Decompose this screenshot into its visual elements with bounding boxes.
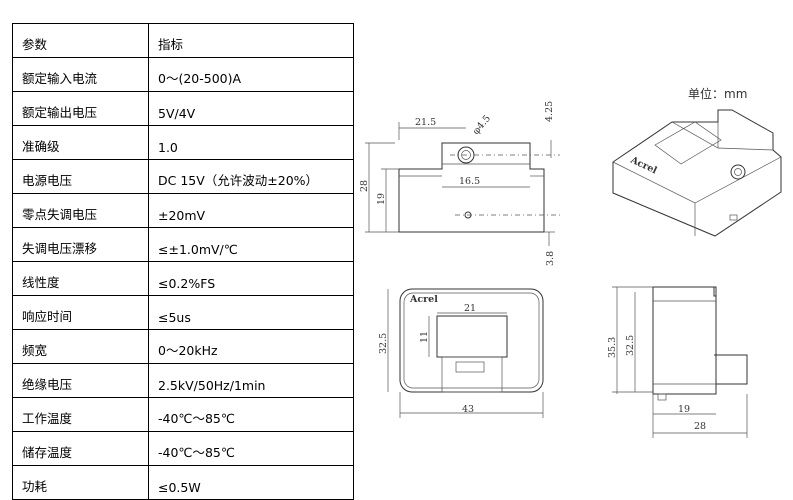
param-cell: 响应时间 (12, 295, 149, 330)
table-row: 零点失调电压±20mV (12, 193, 354, 228)
dim-side-total: 35.3 (607, 337, 618, 358)
top-view: Acrel 21 11 32.5 43 (378, 288, 544, 418)
param-cell: 线性度 (12, 261, 149, 296)
value-cell: -40℃～85℃ (148, 431, 354, 466)
dim-front-top-width: 21.5 (415, 117, 436, 128)
value-cell: 1.0 (148, 125, 354, 160)
value-cell: ≤±1.0mV/℃ (148, 227, 354, 262)
dimension-drawings: 单位：mm 21.5 φ4.5 4.25 16.5 28 19 3.8 (359, 86, 782, 438)
value-cell: ±20mV (148, 193, 354, 228)
value-cell: ≤0.5W (148, 465, 354, 500)
dim-front-body: 19 (376, 193, 387, 205)
value-cell: DC 15V（允许波动±20%） (148, 159, 354, 194)
dim-front-bottom: 3.8 (545, 251, 556, 266)
table-row: 失调电压漂移≤±1.0mV/℃ (12, 227, 354, 262)
table-row: 响应时间≤5us (12, 295, 354, 330)
param-cell: 零点失调电压 (12, 193, 149, 228)
dim-top-width: 43 (462, 404, 474, 415)
param-cell: 绝缘电压 (12, 363, 149, 398)
top-brand-text: Acrel (409, 294, 438, 305)
param-cell: 频宽 (12, 329, 149, 364)
table-row: 功耗≤0.5W (12, 465, 354, 500)
dim-top-window-h: 11 (419, 331, 430, 343)
table-row: 线性度≤0.2%FS (12, 261, 354, 296)
iso-brand-text: Acrel (628, 154, 659, 176)
param-cell: 额定输入电流 (12, 57, 149, 92)
param-cell: 准确级 (12, 125, 149, 160)
header-value: 指标 (148, 23, 354, 58)
value-cell: 0～20kHz (148, 329, 354, 364)
dim-front-top-height: 4.25 (544, 101, 555, 122)
dim-top-window-w: 21 (464, 303, 476, 314)
dim-front-height: 28 (359, 180, 370, 192)
isometric-view: Acrel (612, 109, 782, 237)
value-cell: 2.5kV/50Hz/1min (148, 363, 354, 398)
dim-side-body: 19 (678, 404, 690, 415)
value-cell: 5V/4V (148, 91, 354, 126)
side-view: 35.3 32.5 19 28 (607, 286, 748, 438)
param-cell: 额定输出电压 (12, 91, 149, 126)
unit-label: 单位：mm (688, 86, 747, 101)
table-header-row: 参数 指标 (12, 23, 354, 58)
param-cell: 工作温度 (12, 397, 149, 432)
dim-front-hole: φ4.5 (471, 113, 493, 137)
value-cell: 0～(20-500)A (148, 57, 354, 92)
dim-top-height: 32.5 (378, 333, 389, 354)
table-row: 工作温度-40℃～85℃ (12, 397, 354, 432)
dim-side-height: 32.5 (625, 335, 636, 356)
table-row: 储存温度-40℃～85℃ (12, 431, 354, 466)
dim-front-inner: 16.5 (459, 176, 480, 187)
front-view: 21.5 φ4.5 4.25 16.5 28 19 3.8 (359, 101, 560, 266)
dim-side-width: 28 (694, 421, 706, 432)
param-cell: 电源电压 (12, 159, 149, 194)
header-param: 参数 (12, 23, 149, 58)
param-cell: 失调电压漂移 (12, 227, 149, 262)
param-cell: 功耗 (12, 465, 149, 500)
value-cell: -40℃～85℃ (148, 397, 354, 432)
param-cell: 储存温度 (12, 431, 149, 466)
value-cell: ≤5us (148, 295, 354, 330)
value-cell: ≤0.2%FS (148, 261, 354, 296)
